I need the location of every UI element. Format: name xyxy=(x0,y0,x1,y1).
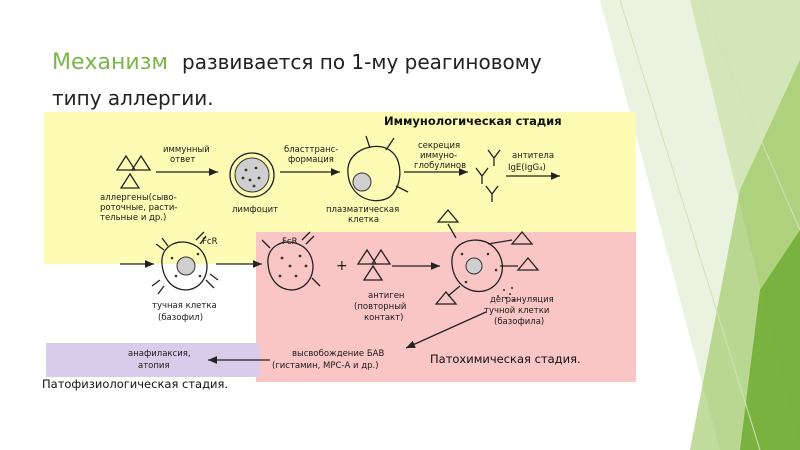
plus-sign: + xyxy=(336,258,348,274)
lymphocyte-label: лимфоцит xyxy=(232,205,278,215)
antibodies-label: антитела IgE(IgG₄) xyxy=(508,151,557,173)
plasma-cell-label: плазматическая клетка xyxy=(326,205,402,225)
secretion-label: секреция иммуно- глобулинов xyxy=(414,141,466,171)
blast-label: бласттранс- формация xyxy=(284,145,341,165)
anaphylaxis-label: анафилаксия, атопия xyxy=(128,349,193,371)
plasma-cell xyxy=(348,136,408,201)
antigen-label: антиген (повторный контакт) xyxy=(354,291,409,323)
degranulation-label: дегрануляция тучной клетки (базофила) xyxy=(484,295,556,327)
antigen-triangles xyxy=(358,250,390,280)
pathochemical-stage-label: Патохимическая стадия. xyxy=(430,352,581,366)
degranulating-mast-cell xyxy=(436,210,538,304)
release-label: высвобождение БАВ (гистамин, МРС-А и др.… xyxy=(272,349,387,371)
immune-response-label: иммунный ответ xyxy=(163,145,212,165)
immunological-stage-label: Иммунологическая стадия xyxy=(384,114,562,128)
antibody-shapes xyxy=(476,150,500,202)
allergens-label: аллергены(сыво- роточные, расти- тельные… xyxy=(100,193,180,223)
mast-cell-label: тучная клетка (базофил) xyxy=(152,301,219,323)
allergen-triangles xyxy=(117,156,150,188)
pathophysiological-stage-label: Патофизиологическая стадия. xyxy=(42,377,228,391)
lymphocyte-cell xyxy=(230,153,274,197)
release-arrow xyxy=(406,312,486,348)
